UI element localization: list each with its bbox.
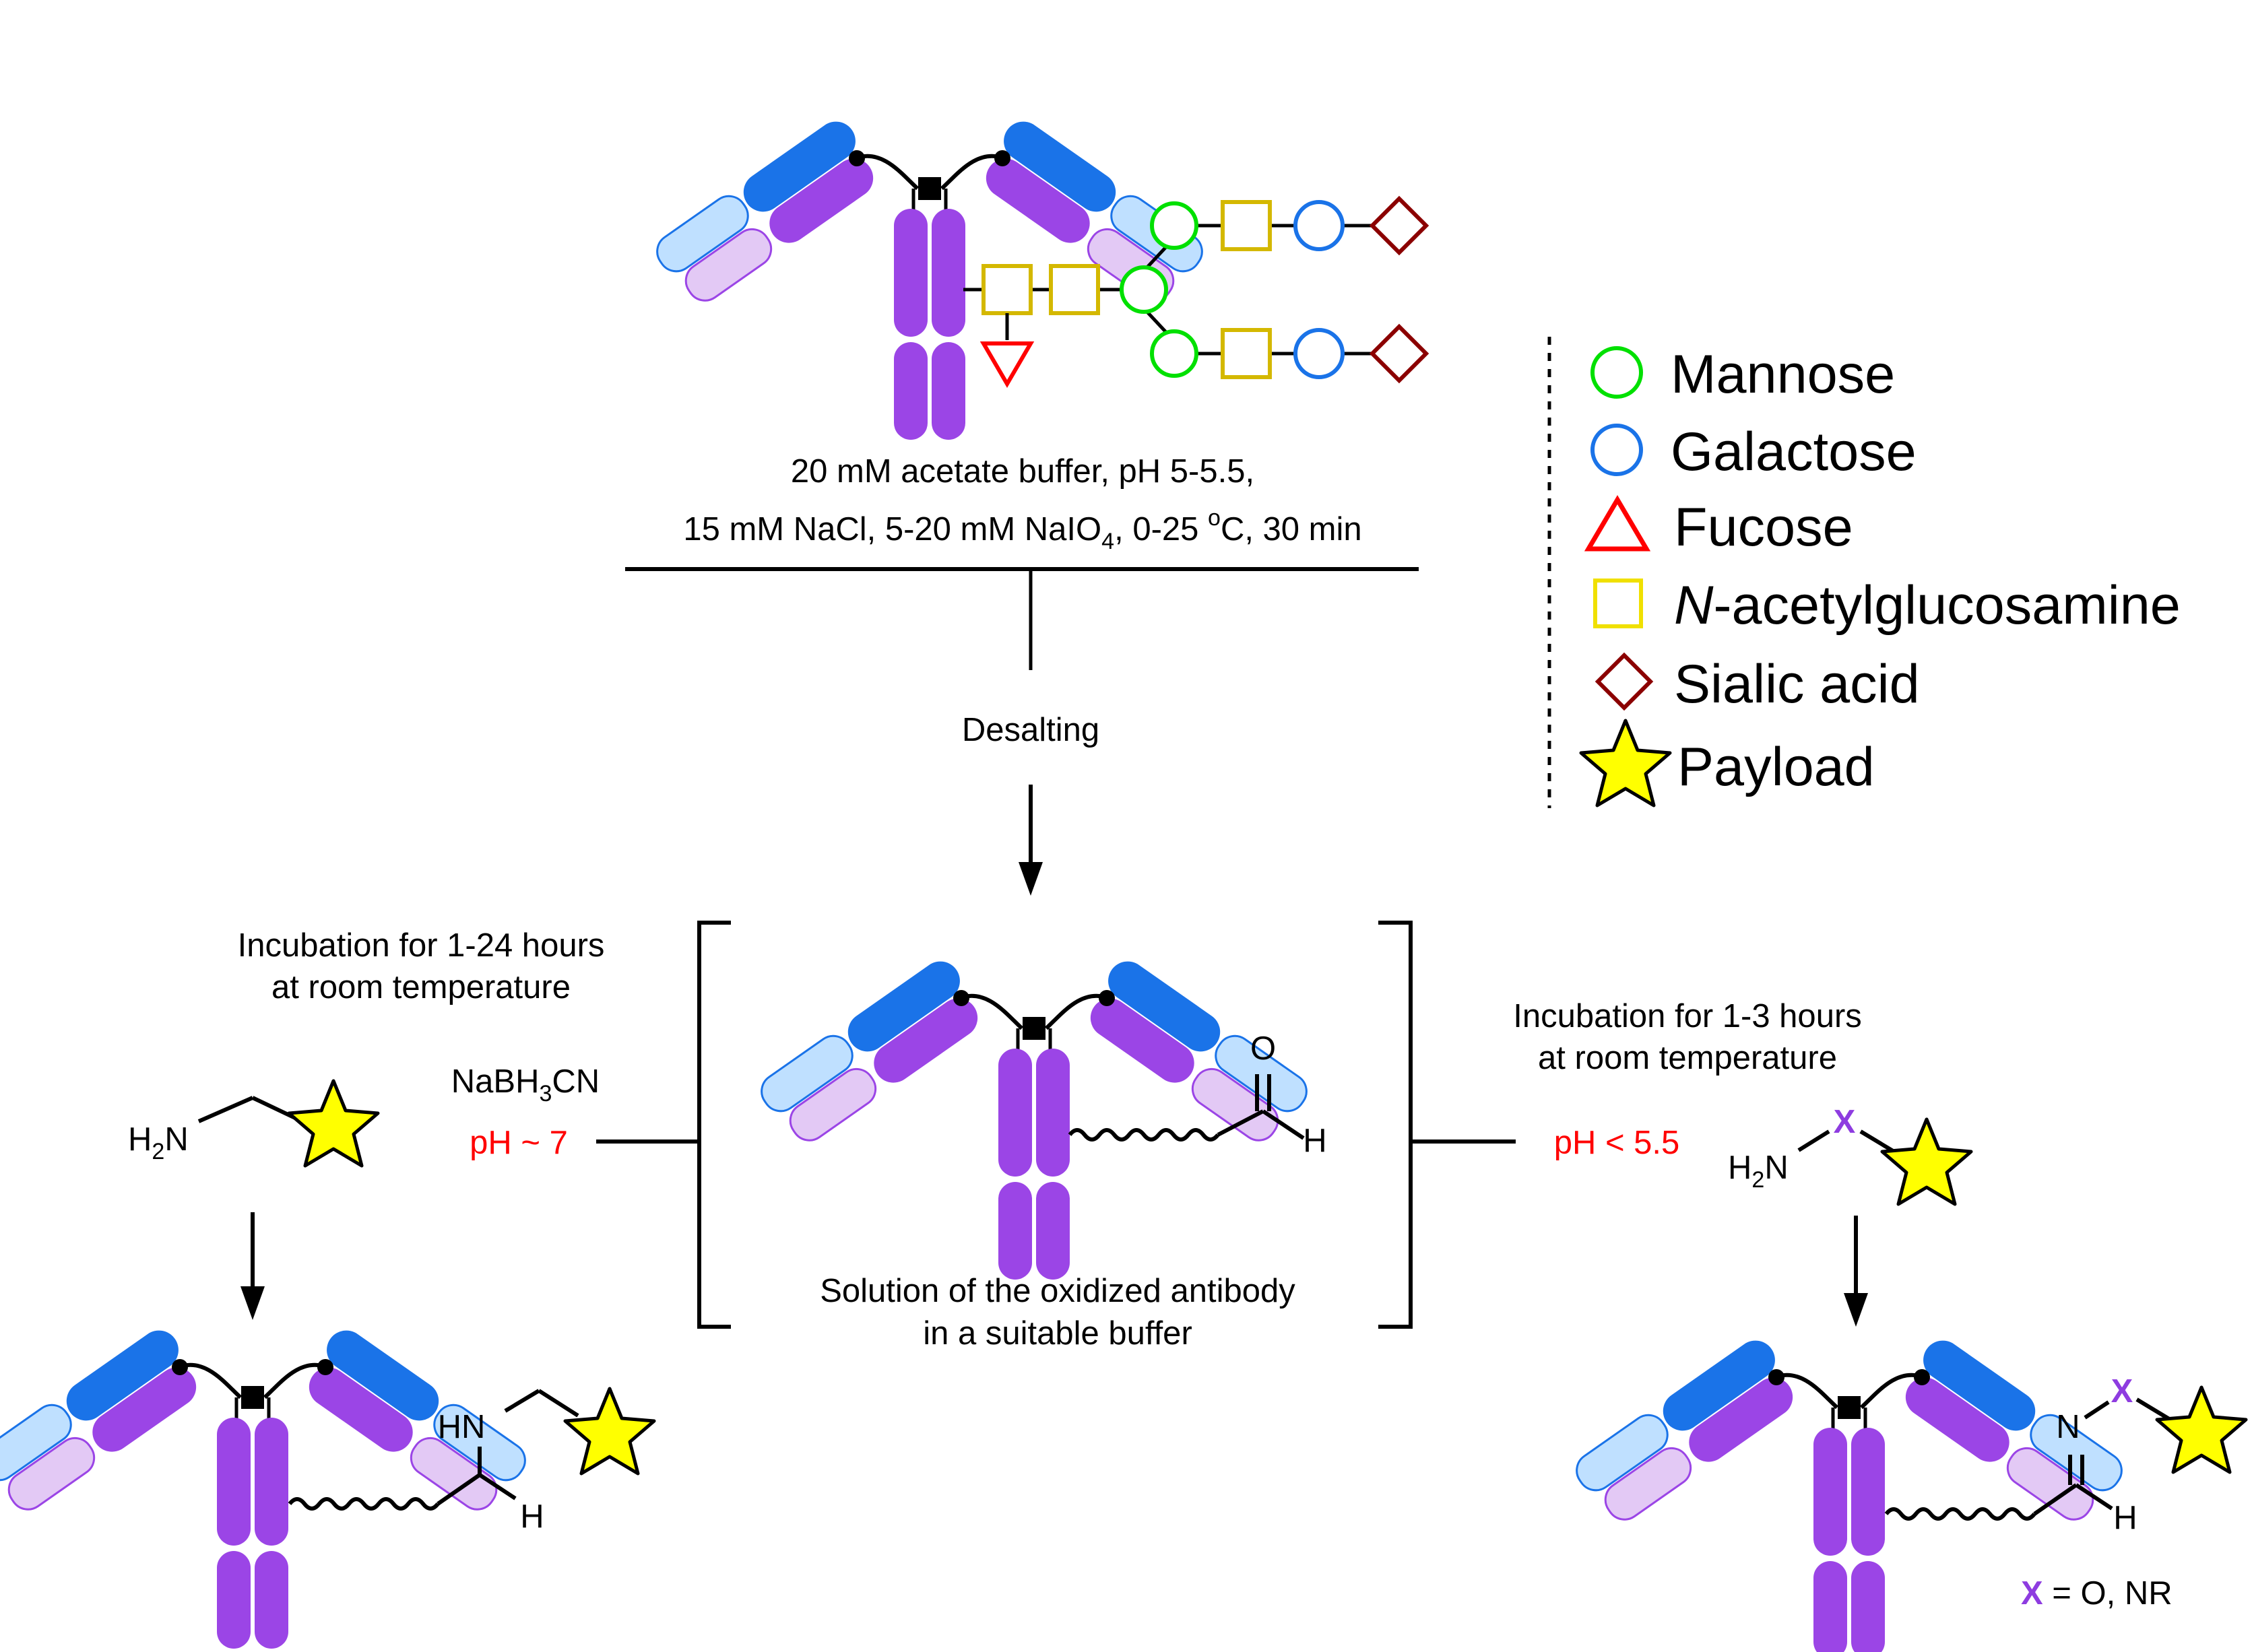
mannose-circle-icon bbox=[1150, 329, 1198, 378]
down-arrow-left bbox=[240, 1212, 265, 1320]
mannose-circle-icon bbox=[1120, 265, 1168, 314]
left-incubation-line-2: at room temperature bbox=[271, 969, 571, 1005]
amine-h2n-right: H2N bbox=[1728, 1150, 1789, 1193]
sialic-acid-diamond-icon bbox=[1595, 652, 1654, 711]
payload-star-icon bbox=[565, 1389, 654, 1474]
product-h-right: H bbox=[2113, 1500, 2137, 1536]
sialic-acid-diamond-icon bbox=[1369, 323, 1429, 384]
desalting-label: Desalting bbox=[962, 712, 1099, 748]
n-glycan bbox=[963, 195, 1429, 388]
product-hn: HN bbox=[438, 1409, 486, 1445]
glcnac-square-icon bbox=[1593, 579, 1643, 628]
payload-star-icon bbox=[1882, 1119, 1971, 1204]
glcnac-square-icon bbox=[1221, 328, 1272, 379]
galactose-circle-icon bbox=[1293, 328, 1345, 379]
aminooxy-payload-reagent-right: H2N X bbox=[1728, 1104, 1971, 1204]
amine-payload-reagent-left: H2N bbox=[128, 1081, 378, 1166]
legend-glcnac: N-acetylglucosamine bbox=[1674, 575, 2181, 636]
down-arrow-right bbox=[1844, 1216, 1868, 1327]
amine-h2n-left: H2N bbox=[128, 1121, 189, 1164]
bracket-right bbox=[1378, 921, 1413, 1329]
payload-star-icon bbox=[2157, 1387, 2246, 1472]
native-antibody bbox=[650, 114, 1429, 440]
right-ph: pH < 5.5 bbox=[1554, 1125, 1680, 1161]
down-arrow bbox=[1019, 785, 1043, 896]
payload-star-icon bbox=[1581, 721, 1670, 805]
left-ph: pH ~ 7 bbox=[470, 1125, 568, 1161]
fucose-triangle-icon bbox=[979, 341, 1035, 388]
mannose-circle-icon bbox=[1590, 346, 1643, 399]
oxidized-antibody: O H bbox=[754, 954, 1327, 1280]
oxime-hydrazone-product: N X H bbox=[1570, 1333, 2246, 1652]
product-n: N bbox=[2056, 1409, 2080, 1445]
mannose-circle-icon bbox=[1150, 201, 1198, 250]
glcnac-square-icon bbox=[1221, 200, 1272, 251]
conditions-line-2: 15 mM NaCl, 5-20 mM NaIO4, 0-25 oC, 30 m… bbox=[683, 505, 1361, 554]
glcnac-square-icon bbox=[982, 264, 1033, 315]
sialic-acid-diamond-icon bbox=[1369, 195, 1429, 256]
left-incubation-line-1: Incubation for 1-24 hours bbox=[238, 927, 605, 964]
right-incubation-line-1: Incubation for 1-3 hours bbox=[1513, 998, 1862, 1034]
reductive-amination-product: HN H bbox=[0, 1323, 654, 1649]
right-incubation-line-2: at room temperature bbox=[1538, 1040, 1837, 1076]
galactose-circle-icon bbox=[1590, 424, 1643, 476]
legend-galactose: Galactose bbox=[1671, 422, 1917, 482]
center-caption-line-1: Solution of the oxidized antibody bbox=[820, 1273, 1295, 1309]
legend-sialic-acid: Sialic acid bbox=[1674, 654, 1920, 715]
aldehyde-h: H bbox=[1303, 1123, 1326, 1159]
bracket-left bbox=[697, 921, 731, 1329]
legend-mannose: Mannose bbox=[1671, 344, 1895, 405]
fucose-triangle-icon bbox=[1584, 495, 1651, 552]
x-heteroatom: X bbox=[1834, 1104, 1856, 1140]
legend-payload: Payload bbox=[1677, 737, 1875, 797]
galactose-circle-icon bbox=[1293, 200, 1345, 251]
reducing-agent: NaBH3CN bbox=[451, 1063, 600, 1106]
product-h-left: H bbox=[520, 1498, 544, 1535]
legend-fucose: Fucose bbox=[1674, 497, 1853, 558]
x-definition: X = O, NR bbox=[2021, 1575, 2173, 1612]
glcnac-square-icon bbox=[1049, 264, 1100, 315]
payload-star-icon bbox=[289, 1081, 378, 1166]
product-x: X bbox=[2111, 1373, 2133, 1410]
center-caption-line-2: in a suitable buffer bbox=[923, 1315, 1192, 1352]
legend: Mannose Galactose Fucose N-acetylglucosa… bbox=[1547, 337, 2181, 808]
aldehyde-o: O bbox=[1250, 1030, 1276, 1067]
conditions-line-1: 20 mM acetate buffer, pH 5-5.5, bbox=[791, 453, 1254, 490]
